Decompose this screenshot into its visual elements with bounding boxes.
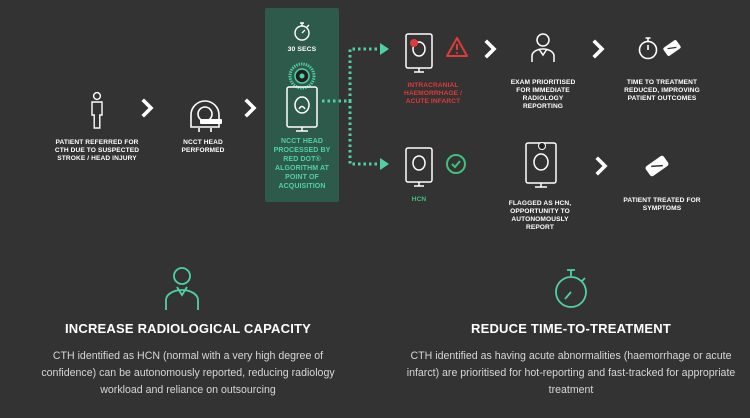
doctor-icon (531, 33, 555, 62)
stopwatch-icon (294, 22, 310, 41)
caption-timer: 30 SECS (287, 46, 317, 53)
ct-scanner-icon (190, 100, 222, 132)
doctor-icon-large (165, 267, 199, 310)
stopwatch-icon-large (555, 269, 587, 308)
chevron-2 (244, 98, 257, 118)
caption-ncct-performed: NCCT HEAD PERFORMED (181, 139, 225, 154)
branch-connectors (322, 47, 382, 166)
check-circle-icon (446, 154, 466, 174)
arrow-down-branch (380, 158, 389, 170)
caption-hcn: HCN (411, 196, 427, 203)
pill-icon (663, 40, 681, 56)
arrow-up-branch (380, 43, 389, 55)
chevron-4 (592, 39, 605, 59)
caption-flagged-hcn: FLAGGED AS HCN, OPPORTUNITY TO AUTONOMOU… (508, 200, 572, 231)
caption-patient-treated: PATIENT TREATED FOR SYMPTOMS (623, 197, 701, 212)
time-heading: REDUCE TIME-TO-TREATMENT (470, 321, 672, 336)
brain-monitor-icon (286, 86, 318, 132)
pill-icon-2 (645, 155, 669, 177)
person-icon (91, 91, 103, 129)
chevron-1 (141, 98, 154, 118)
capacity-heading: INCREASE RADIOLOGICAL CAPACITY (64, 321, 312, 336)
red-dot-ring-icon (288, 62, 316, 90)
flag-dot-marker (538, 142, 546, 150)
caption-abnormal: INTRACRANIAL HAEMORRHAGE / ACUTE INFARCT (403, 82, 463, 105)
time-text: CTH identified as having acute abnormali… (406, 350, 736, 396)
caption-time-reduced: TIME TO TREATMENT REDUCED, IMPROVING PAT… (624, 79, 700, 102)
brain-monitor-hcn-icon (405, 147, 433, 187)
caption-patient-referred: PATIENT REFERRED FOR CTH DUE TO SUSPECTE… (54, 139, 140, 162)
stopwatch-icon-2 (638, 37, 658, 60)
capacity-text: CTH identified as HCN (normal with a ver… (41, 350, 335, 396)
chevron-5 (595, 156, 608, 176)
red-dot-marker (410, 39, 418, 47)
brain-monitor-alert-icon (405, 33, 433, 73)
chevron-3 (484, 39, 497, 59)
caption-processed: NCCT HEAD PROCESSED BY RED DOT® ALGORITH… (273, 138, 331, 190)
warning-icon (446, 37, 468, 57)
caption-exam-prioritised: EXAM PRIORITISED FOR IMMEDIATE RADIOLOGY… (510, 79, 576, 110)
